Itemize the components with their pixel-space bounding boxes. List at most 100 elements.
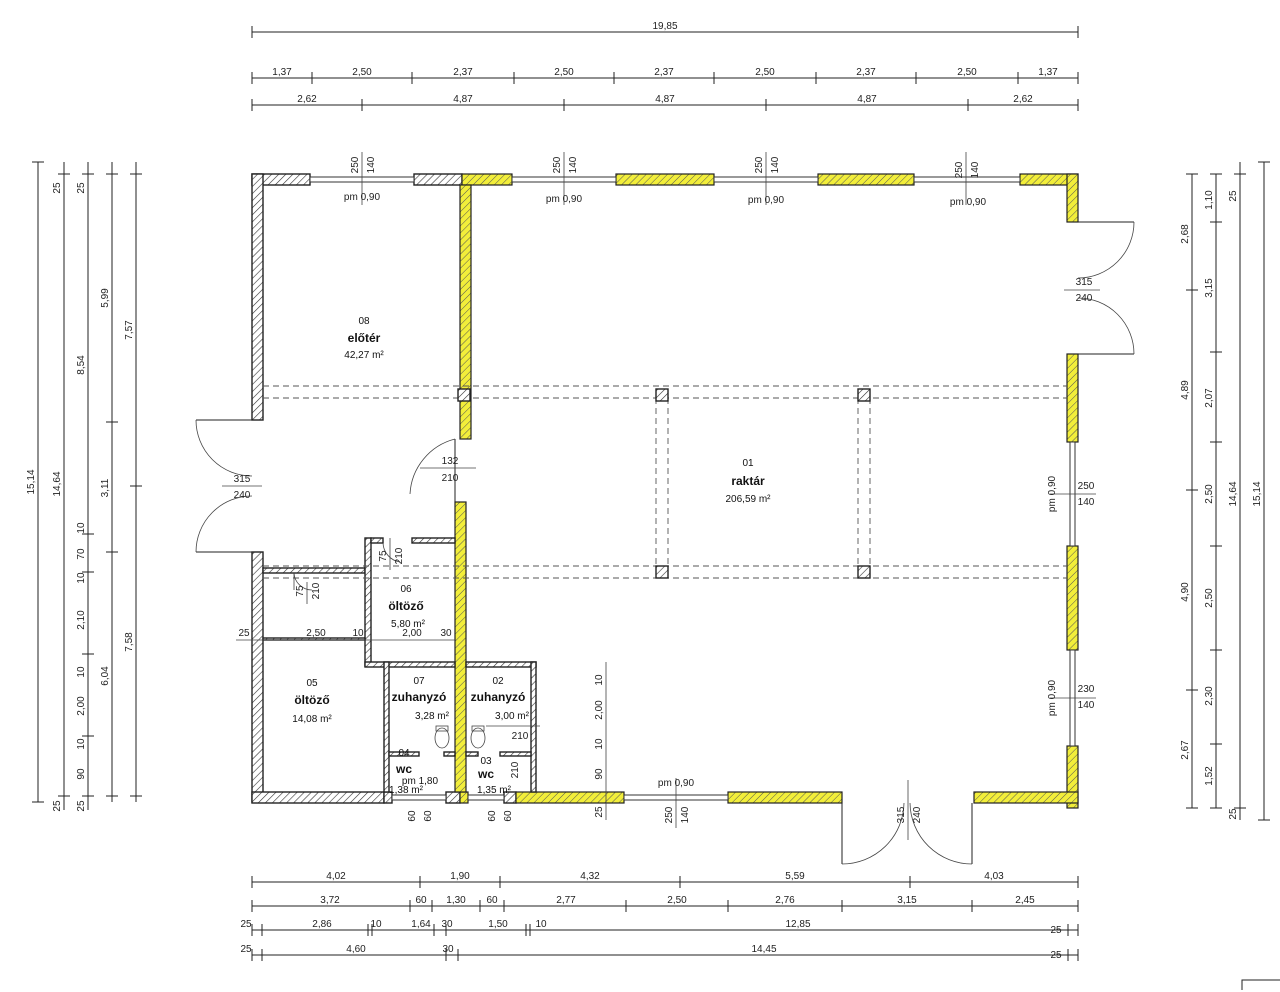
svg-text:75: 75 bbox=[378, 550, 389, 562]
dim-left-col5-1: 7,58 bbox=[124, 632, 135, 652]
dim-left-col3-1: 10 bbox=[76, 522, 87, 534]
windows bbox=[309, 176, 1076, 801]
dim-left-col4-1: 3,11 bbox=[100, 478, 111, 497]
dim-top-row1-2: 2,37 bbox=[453, 67, 473, 78]
window-top-3-label: 250 140 pm 0,90 bbox=[748, 152, 785, 206]
room-area: 3,00 m² bbox=[495, 711, 530, 722]
fixtures bbox=[434, 725, 486, 749]
svg-text:240: 240 bbox=[912, 806, 923, 823]
left-dimensions: 15,14 14,64 25 25 25 8,54 10 70 10 2,10 … bbox=[26, 161, 142, 812]
svg-text:230: 230 bbox=[1078, 684, 1095, 695]
svg-text:25: 25 bbox=[594, 806, 605, 818]
svg-text:250: 250 bbox=[1078, 481, 1095, 492]
svg-text:30: 30 bbox=[440, 628, 452, 639]
window-labels: 250 140 pm 0,90 250 140 pm 0,90 250 140 … bbox=[344, 152, 1096, 828]
room-zuhanyzo-07: 07 zuhanyzó 3,28 m² bbox=[392, 676, 450, 722]
window-top-1-label: 250 140 pm 0,90 bbox=[344, 152, 381, 205]
room-area: 1,35 m² bbox=[477, 785, 512, 796]
window-right-1-label: pm 0,90 250 140 bbox=[1047, 475, 1096, 512]
svg-text:210: 210 bbox=[512, 731, 529, 742]
svg-text:pm 0,90: pm 0,90 bbox=[1047, 475, 1058, 512]
dim-bottom-row3-2: 10 bbox=[370, 919, 382, 930]
svg-text:315: 315 bbox=[896, 806, 907, 823]
room-area: 42,27 m² bbox=[344, 350, 384, 361]
svg-text:250: 250 bbox=[954, 161, 965, 178]
dim-bottom-row4-4: 25 bbox=[1050, 950, 1062, 961]
top-dimensions: 19,85 1,37 2,50 2,37 2,50 2,37 2,50 2,37… bbox=[251, 21, 1079, 111]
room-sill: pm 1,80 bbox=[402, 776, 439, 787]
svg-text:75: 75 bbox=[295, 585, 306, 597]
interior-walls bbox=[236, 184, 537, 793]
svg-text:250: 250 bbox=[754, 156, 765, 173]
dim-left-col3-2: 70 bbox=[76, 548, 87, 560]
svg-text:60: 60 bbox=[487, 810, 498, 822]
dim-left-col3-4: 2,10 bbox=[76, 610, 87, 630]
room-name: wc bbox=[395, 762, 412, 776]
svg-text:2,00: 2,00 bbox=[594, 700, 605, 720]
room-name: öltöző bbox=[294, 693, 329, 707]
room-name: wc bbox=[477, 767, 494, 781]
svg-text:140: 140 bbox=[770, 156, 781, 173]
dim-right-col2-0: 1,10 bbox=[1204, 190, 1215, 210]
dim-left-col3-3: 10 bbox=[76, 572, 87, 584]
room-number: 01 bbox=[742, 458, 754, 469]
dim-bottom-row2-7: 3,15 bbox=[897, 895, 917, 906]
svg-text:210: 210 bbox=[442, 473, 459, 484]
door-right-main: 315 240 bbox=[1064, 221, 1135, 355]
svg-text:132: 132 bbox=[442, 456, 459, 467]
svg-text:pm 0,90: pm 0,90 bbox=[748, 195, 785, 206]
svg-text:60: 60 bbox=[407, 810, 418, 822]
bottom-dimensions: 4,02 1,90 4,32 5,59 4,03 3,72 60 1,30 60… bbox=[240, 871, 1079, 961]
room-area: 14,08 m² bbox=[292, 714, 332, 725]
dim-bottom-row1-0: 4,02 bbox=[326, 871, 346, 882]
svg-text:pm 0,90: pm 0,90 bbox=[950, 197, 987, 208]
dim-bottom-row2-8: 2,45 bbox=[1015, 895, 1035, 906]
room-oltozo-05: 05 öltöző 14,08 m² bbox=[292, 678, 332, 725]
dim-right-total-b: 14,64 bbox=[1228, 481, 1239, 506]
room-oltozo-06: 06 öltöző 5,80 m² bbox=[388, 584, 425, 630]
dim-left-col3-7: 10 bbox=[76, 738, 87, 750]
dim-right-col2-5: 2,30 bbox=[1204, 686, 1215, 706]
svg-text:10: 10 bbox=[594, 738, 605, 750]
svg-text:10: 10 bbox=[594, 674, 605, 686]
svg-text:240: 240 bbox=[1076, 293, 1093, 304]
room-name: zuhanyzó bbox=[392, 690, 447, 704]
room-area: 206,59 m² bbox=[725, 494, 771, 505]
dim-bottom-row2-3: 60 bbox=[486, 895, 498, 906]
dim-top-total: 19,85 bbox=[652, 21, 677, 32]
svg-text:210: 210 bbox=[311, 582, 322, 599]
window-top-2-label: 250 140 pm 0,90 bbox=[546, 152, 583, 205]
dim-left-col4-2: 6,04 bbox=[100, 666, 111, 686]
door-eloter-raktar: 132 210 bbox=[409, 438, 476, 502]
dim-bottom-row1-2: 4,32 bbox=[580, 871, 600, 882]
svg-text:240: 240 bbox=[234, 490, 251, 501]
dim-left-col3-8: 90 bbox=[76, 768, 87, 780]
room-wc-03: 03 wc 1,35 m² bbox=[477, 756, 512, 796]
dim-right-col2-2: 2,07 bbox=[1204, 388, 1215, 408]
window-top-4-label: 250 140 pm 0,90 bbox=[950, 152, 987, 208]
dim-top-row1-8: 1,37 bbox=[1038, 67, 1058, 78]
svg-text:250: 250 bbox=[664, 806, 675, 823]
svg-text:pm 0,90: pm 0,90 bbox=[658, 778, 695, 789]
dim-right-col2-1: 3,15 bbox=[1204, 278, 1215, 298]
column bbox=[857, 388, 871, 402]
dim-bottom-row2-2: 1,30 bbox=[446, 895, 466, 906]
dim-top-row2-2: 4,87 bbox=[655, 94, 675, 105]
svg-text:140: 140 bbox=[1078, 497, 1095, 508]
room-raktar: 01 raktár 206,59 m² bbox=[725, 458, 771, 505]
svg-text:90: 90 bbox=[594, 768, 605, 780]
dim-right-col1-1: 4,89 bbox=[1180, 380, 1191, 400]
dim-bottom-row3-7: 12,85 bbox=[785, 919, 810, 930]
dim-bottom-row3-5: 1,50 bbox=[488, 919, 508, 930]
dim-top-row2-0: 2,62 bbox=[297, 94, 317, 105]
svg-text:60: 60 bbox=[423, 810, 434, 822]
room-zuhanyzo-02: 02 zuhanyzó 3,00 m² bbox=[471, 676, 530, 722]
svg-text:2,00: 2,00 bbox=[402, 628, 422, 639]
dim-left-col3-0: 8,54 bbox=[76, 355, 87, 375]
window-right-2-label: pm 0,90 230 140 bbox=[1047, 679, 1096, 716]
svg-text:140: 140 bbox=[680, 806, 691, 823]
room-name: raktár bbox=[731, 474, 765, 488]
svg-text:140: 140 bbox=[568, 156, 579, 173]
room-name: öltöző bbox=[388, 599, 423, 613]
door-left-main: 315 240 bbox=[195, 419, 262, 553]
